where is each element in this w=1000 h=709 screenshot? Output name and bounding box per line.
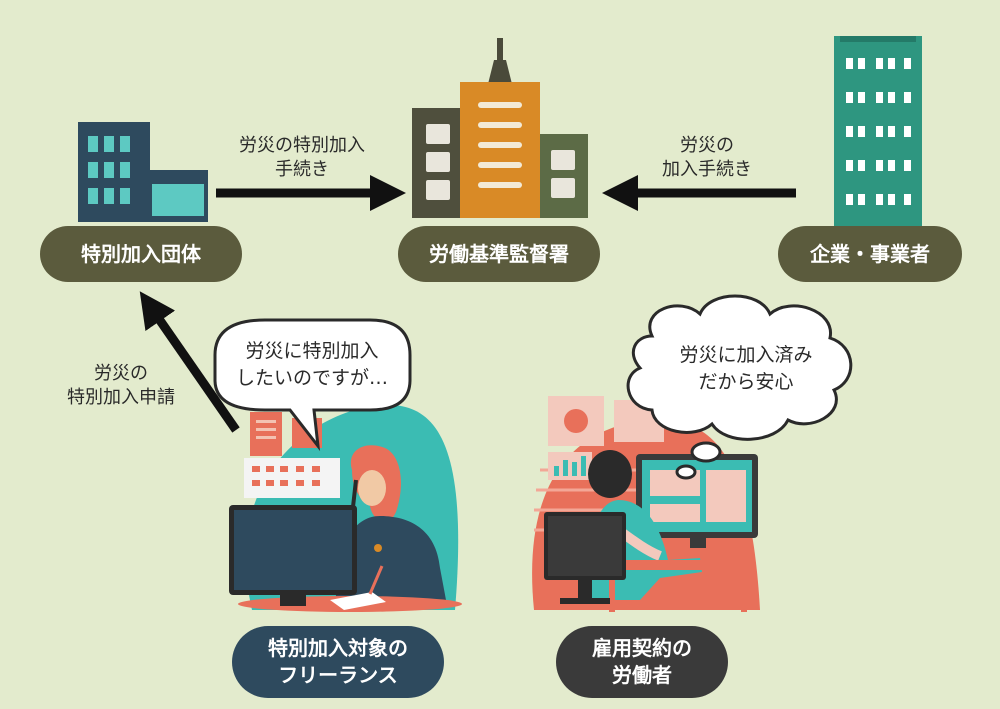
node-company: 企業・事業者	[778, 226, 962, 282]
label-company-to-bureau: 労災の 加入手続き	[632, 134, 782, 183]
labor-bureau-building-icon	[412, 38, 588, 218]
node-employee-line-1: 雇用契約の	[592, 636, 692, 660]
node-employee-line-2: 労働者	[612, 663, 672, 687]
label-company-to-bureau-line-2: 加入手続き	[662, 159, 752, 181]
employee-thought-text: 労災に加入済み だから安心	[656, 342, 836, 395]
group-building-icon	[78, 122, 208, 222]
node-special-group-label: 特別加入団体	[81, 241, 201, 266]
arrow-freelance-to-group	[139, 291, 240, 433]
employee-thought-line-1: 労災に加入済み	[679, 344, 813, 366]
node-freelance: 特別加入対象の フリーランス	[232, 626, 444, 698]
label-group-to-bureau-line-2: 手続き	[275, 159, 329, 181]
node-special-group: 特別加入団体	[40, 226, 242, 282]
freelancer-speech-text: 労災に特別加入 したいのですが…	[222, 338, 402, 391]
freelancer-speech-bubble	[213, 318, 412, 452]
node-freelance-line-2: フリーランス	[278, 663, 398, 687]
node-labor-bureau: 労働基準監督署	[398, 226, 600, 282]
freelancer-speech-line-2: したいのですが…	[235, 366, 388, 389]
label-freelance-to-group-line-1: 労災の	[94, 363, 148, 384]
freelancer-illustration	[229, 404, 462, 612]
label-freelance-to-group-line-2: 特別加入申請	[67, 387, 175, 409]
node-freelance-line-1: 特別加入対象の	[268, 636, 408, 660]
label-group-to-bureau: 労災の特別加入 手続き	[222, 134, 382, 183]
company-building-icon	[834, 36, 922, 228]
label-group-to-bureau-line-1: 労災の特別加入	[239, 135, 365, 156]
node-labor-bureau-label: 労働基準監督署	[429, 241, 569, 266]
node-company-label: 企業・事業者	[810, 241, 930, 266]
employee-illustration	[532, 396, 760, 612]
label-company-to-bureau-line-1: 労災の	[680, 135, 734, 156]
employee-thought-bubble	[626, 294, 853, 480]
employee-thought-line-2: だから安心	[698, 370, 794, 393]
freelancer-speech-line-1: 労災に特別加入	[245, 340, 379, 362]
label-freelance-to-group: 労災の 特別加入申請	[46, 362, 196, 411]
node-employee: 雇用契約の 労働者	[556, 626, 728, 698]
